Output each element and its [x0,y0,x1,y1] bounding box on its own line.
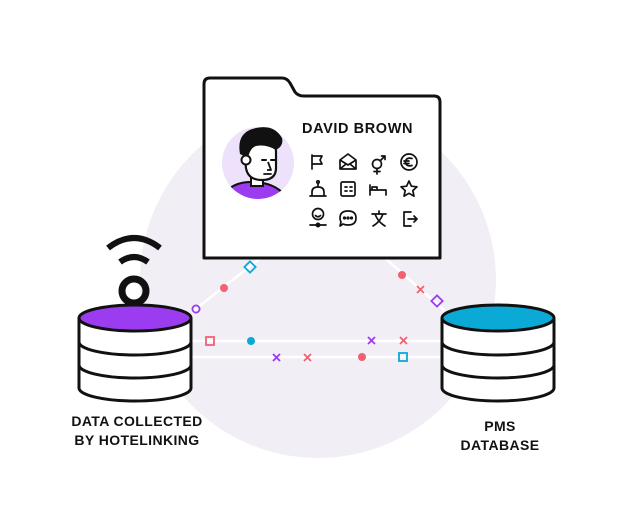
satisfaction-icon [309,207,327,228]
marker-cross-pink [303,353,312,362]
label-hotelinking-line1: DATA COLLECTED [71,413,203,429]
euro-icon [400,153,418,171]
profile-name: DAVID BROWN [302,121,414,137]
bed-icon [369,184,387,196]
marker-square-cyan [243,260,257,274]
profile-icons [309,153,418,228]
marker-cross-purple [367,336,376,345]
profile-folder [202,76,442,260]
checkin-bell-icon [309,179,327,197]
label-pms-line2: DATABASE [460,437,540,453]
database-pms [440,303,556,403]
star-icon [400,180,418,198]
marker-dot-cyan [247,337,255,345]
wifi-signal-icon [106,235,162,307]
chat-icon [339,210,357,227]
marker-dot-pink [220,284,228,292]
gender-icon [371,155,386,175]
marker-circle-purple [191,304,201,314]
translate-icon [371,210,387,227]
database-hotelinking [77,303,193,403]
marker-dot-pink [358,353,366,361]
flag-icon [311,154,323,170]
marker-square-purple [430,294,444,308]
label-hotelinking: DATA COLLECTED BY HOTELINKING [44,412,230,450]
marker-cross-purple [272,353,281,362]
label-pms: PMS DATABASE [430,417,570,455]
mail-open-icon [339,153,357,170]
flow-markers [191,260,444,362]
checkout-icon [403,211,418,227]
marker-cross-pink [399,336,408,345]
marker-square-cyan [398,352,408,362]
label-pms-line1: PMS [484,418,516,434]
marker-cross-pink [416,285,425,294]
avatar [222,127,294,199]
label-hotelinking-line2: BY HOTELINKING [74,432,200,448]
marker-square-pink [205,336,215,346]
calendar-icon [340,181,356,197]
marker-dot-pink [398,271,406,279]
